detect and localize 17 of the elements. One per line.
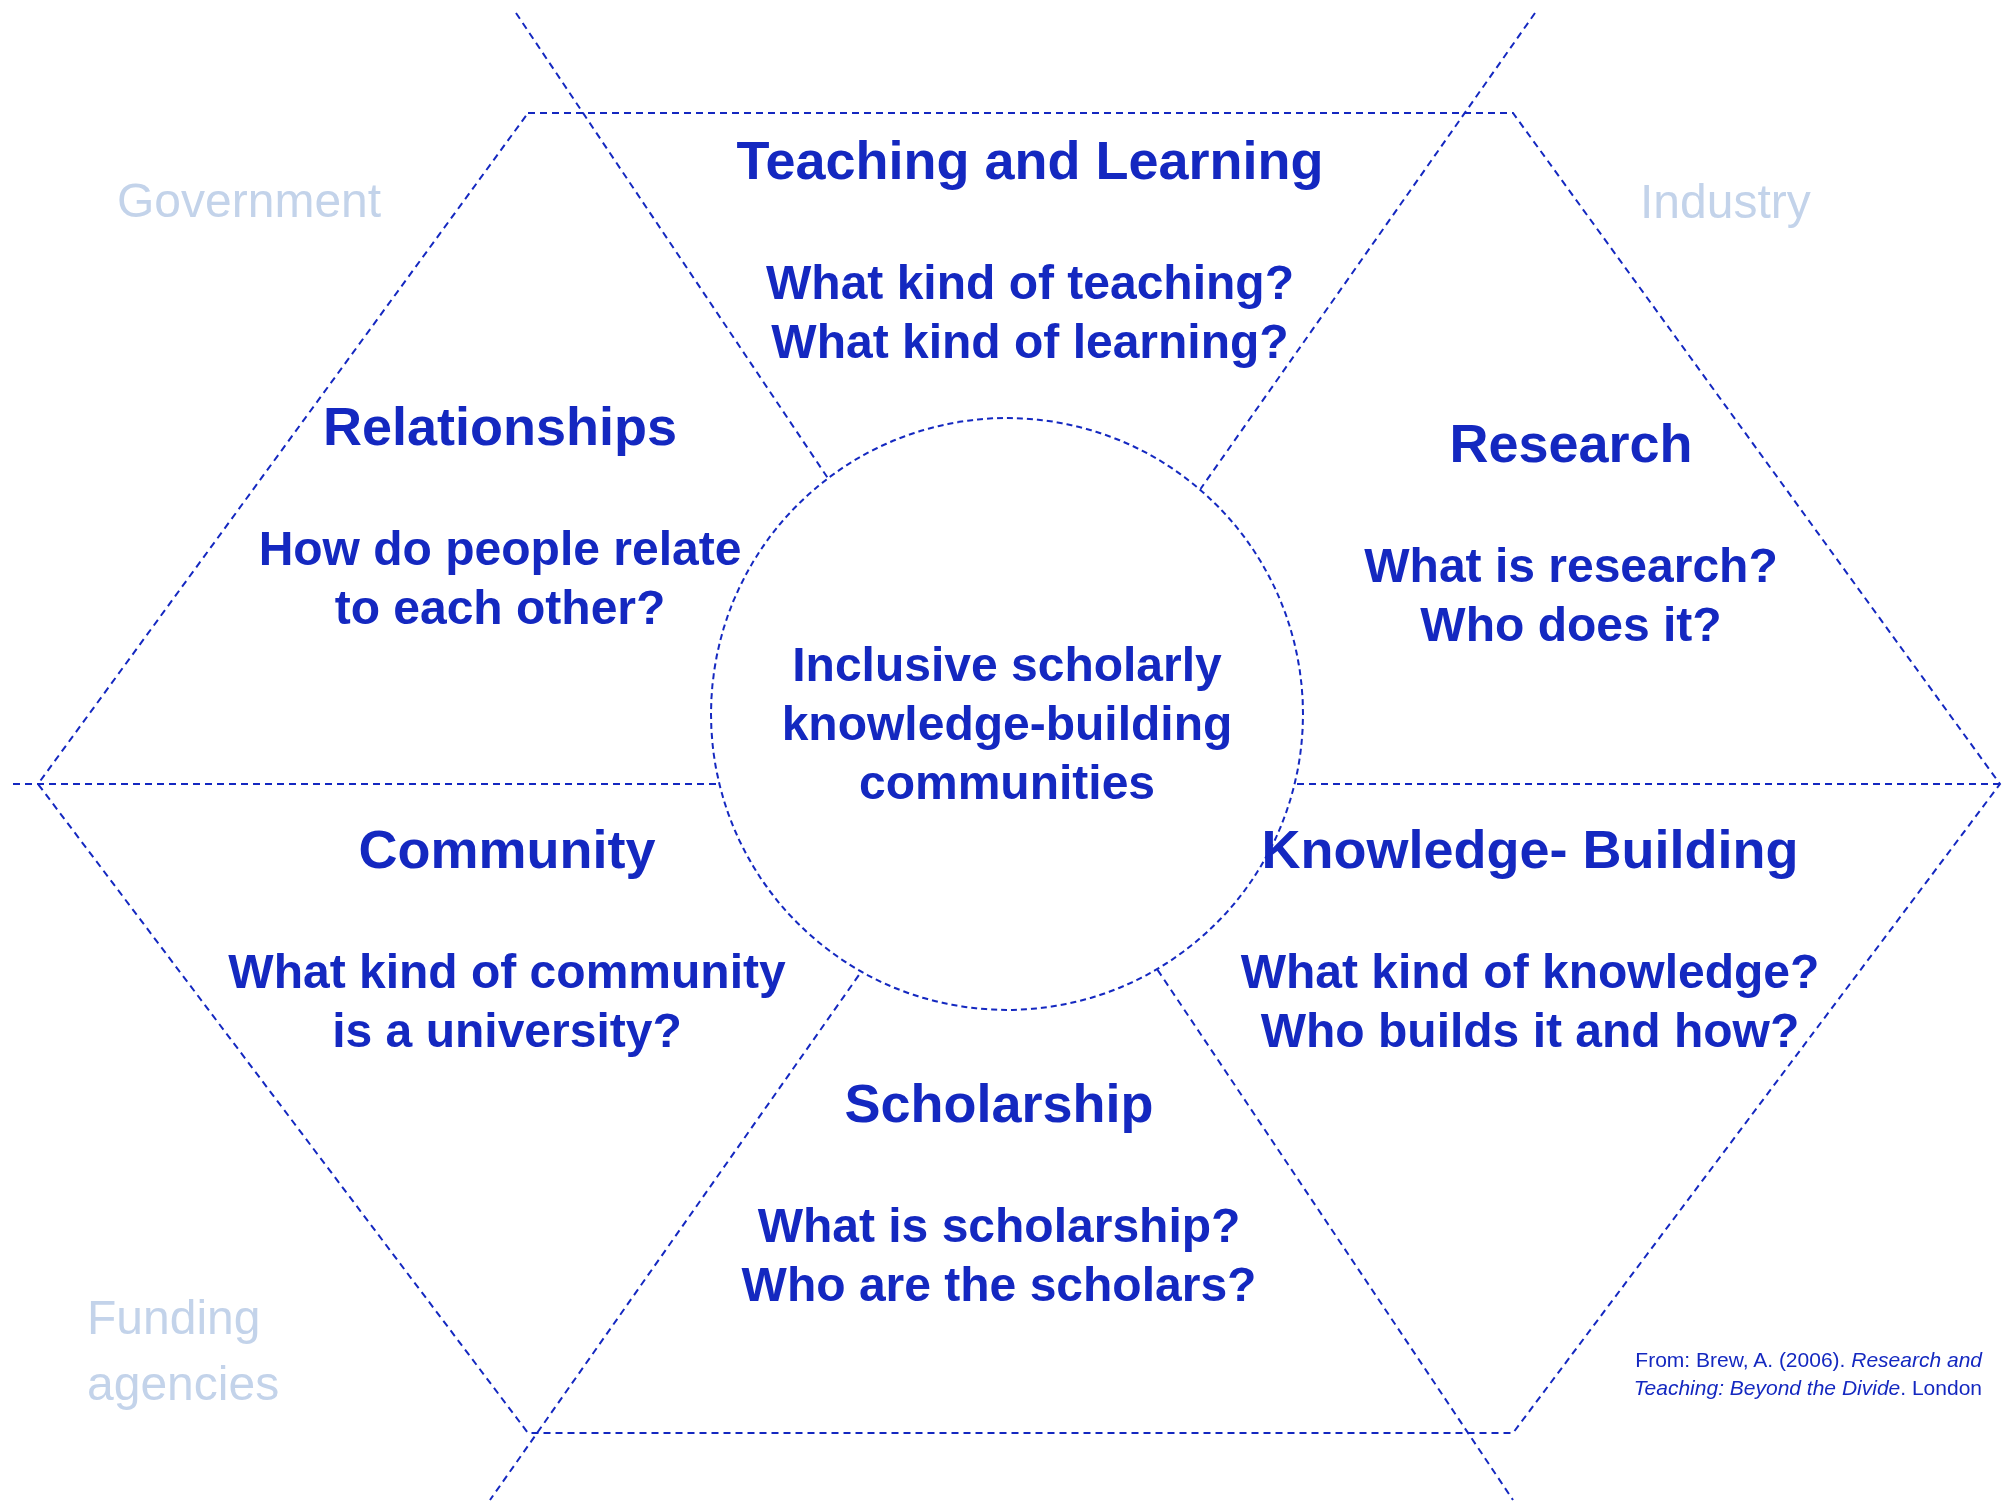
sector-heading: Teaching and Learning — [736, 129, 1324, 192]
sector-heading: Knowledge- Building — [1261, 818, 1799, 881]
stakeholder-label: Funding agencies — [87, 1290, 281, 1412]
sector-question: How do people relate to each other? — [257, 520, 743, 636]
sector-heading: Community — [358, 818, 656, 881]
sector-question: What is scholarship? Who are the scholars? — [740, 1197, 1258, 1313]
citation-note: From: Brew, A. (2006). Research and Teaching: Beyond the Divide. London — [1632, 1347, 1982, 1401]
sector-heading: Scholarship — [844, 1072, 1154, 1135]
sector-heading: Research — [1449, 412, 1693, 475]
sector-question: What kind of knowledge? Who builds it and how? — [1239, 943, 1821, 1059]
sector-question: What kind of teaching? What kind of learning? — [765, 254, 1295, 370]
sector-question: What kind of community is a university? — [227, 943, 787, 1059]
sector-heading: Relationships — [322, 395, 678, 458]
sector-question: What is research? Who does it? — [1363, 537, 1779, 653]
circle-text: Inclusive scholarly knowledge-building communities — [780, 636, 1234, 811]
stakeholder-label: Government — [117, 173, 383, 229]
stakeholder-label: Industry — [1640, 174, 1812, 230]
